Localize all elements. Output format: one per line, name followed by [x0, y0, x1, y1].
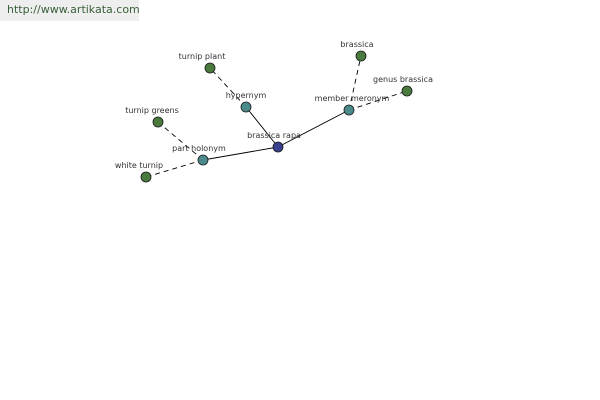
- site-url-link[interactable]: http://www.artikata.com: [0, 0, 140, 21]
- node-label-member-meronym: member meronym: [315, 94, 390, 103]
- graph-edges: [145, 55, 408, 178]
- node-member-meronym[interactable]: member meronym: [315, 94, 390, 116]
- node-marker-part-holonym[interactable]: [197, 154, 209, 166]
- edge-hypernym-to-turnip-plant: [209, 67, 247, 108]
- node-root[interactable]: brassica rapa: [247, 131, 301, 153]
- node-brassica[interactable]: brassica: [340, 40, 374, 62]
- edge-root-to-hypernym: [245, 106, 279, 148]
- node-marker-root[interactable]: [272, 141, 284, 153]
- node-marker-turnip-greens[interactable]: [152, 116, 164, 128]
- edge-member-meronym-to-genus-brassica: [348, 90, 408, 111]
- edge-root-to-part-holonym: [202, 146, 279, 161]
- node-marker-genus-brassica[interactable]: [401, 85, 413, 97]
- node-label-genus-brassica: genus brassica: [373, 75, 433, 84]
- node-turnip-greens[interactable]: turnip greens: [125, 106, 179, 128]
- node-label-white-turnip: white turnip: [115, 161, 163, 170]
- node-label-brassica: brassica: [340, 40, 373, 49]
- node-marker-member-meronym[interactable]: [343, 104, 355, 116]
- node-white-turnip[interactable]: white turnip: [115, 161, 163, 183]
- node-marker-brassica[interactable]: [355, 50, 367, 62]
- node-marker-white-turnip[interactable]: [140, 171, 152, 183]
- edge-part-holonym-to-turnip-greens: [157, 121, 204, 161]
- node-label-hypernym: hypernym: [226, 91, 267, 100]
- edge-part-holonym-to-white-turnip: [145, 159, 204, 178]
- node-marker-turnip-plant[interactable]: [204, 62, 216, 74]
- graph-nodes: brassica rapa hypernym member meronym part …: [115, 40, 433, 183]
- node-label-turnip-plant: turnip plant: [179, 52, 226, 61]
- node-turnip-plant[interactable]: turnip plant: [179, 52, 226, 74]
- node-genus-brassica[interactable]: genus brassica: [373, 75, 433, 97]
- node-label-part-holonym: part holonym: [172, 144, 226, 153]
- node-label-turnip-greens: turnip greens: [125, 106, 179, 115]
- node-label-root: brassica rapa: [247, 131, 301, 140]
- node-hypernym[interactable]: hypernym: [226, 91, 267, 113]
- edge-root-to-member-meronym: [277, 109, 350, 148]
- edge-member-meronym-to-brassica: [348, 55, 362, 111]
- node-marker-hypernym[interactable]: [240, 101, 252, 113]
- node-part-holonym[interactable]: part holonym: [172, 144, 226, 166]
